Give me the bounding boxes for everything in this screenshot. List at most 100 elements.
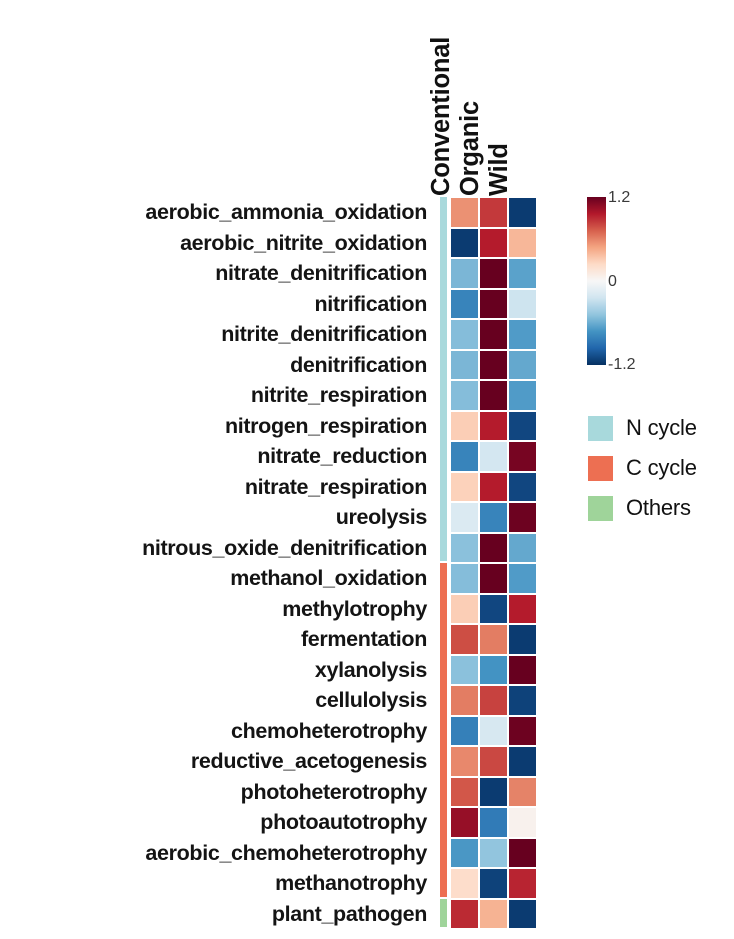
heatmap-cell[interactable] [450,471,479,502]
heatmap-cell[interactable] [508,410,537,441]
colorbar-gradient [587,197,606,365]
row-label: nitrous_oxide_denitrification [142,535,427,560]
heatmap-cell[interactable] [450,410,479,441]
heatmap-cell[interactable] [479,837,508,868]
row-label: nitrate_respiration [244,474,427,499]
heatmap-cell[interactable] [450,349,479,380]
heatmap-cell[interactable] [508,288,537,319]
row-label: aerobic_chemoheterotrophy [145,840,427,865]
legend-item[interactable]: Others [588,488,697,528]
heatmap-cell[interactable] [479,471,508,502]
heatmap-cell[interactable] [508,502,537,533]
heatmap-cell[interactable] [479,898,508,929]
heatmap-row [450,898,537,929]
heatmap-cell[interactable] [450,807,479,838]
heatmap-cell[interactable] [450,746,479,777]
heatmap-cell[interactable] [508,807,537,838]
heatmap-cell[interactable] [450,288,479,319]
row-label: denitrification [290,352,427,377]
heatmap-cell[interactable] [479,441,508,472]
heatmap-cell[interactable] [508,746,537,777]
heatmap-cell[interactable] [508,715,537,746]
heatmap-cell[interactable] [508,349,537,380]
row-label: chemoheterotrophy [231,718,427,743]
heatmap-cell[interactable] [479,563,508,594]
row-annotation-c-cycle [440,563,447,897]
heatmap-cell[interactable] [479,410,508,441]
heatmap-cell[interactable] [508,319,537,350]
legend-item[interactable]: N cycle [588,408,697,448]
heatmap-cell[interactable] [450,197,479,228]
heatmap-row [450,258,537,289]
row-label: nitrate_denitrification [215,261,427,285]
heatmap-cell[interactable] [450,502,479,533]
heatmap-cell[interactable] [450,319,479,350]
heatmap-cell[interactable] [450,441,479,472]
heatmap-cell[interactable] [479,715,508,746]
row-label: nitrite_denitrification [221,322,427,346]
heatmap-cell[interactable] [479,624,508,655]
heatmap-cell[interactable] [479,654,508,685]
heatmap-cell[interactable] [450,685,479,716]
heatmap-cell[interactable] [479,685,508,716]
heatmap-cell[interactable] [450,776,479,807]
row-annotation-strip [440,197,447,929]
heatmap-cell[interactable] [479,227,508,258]
heatmap-cell[interactable] [479,380,508,411]
heatmap-cell[interactable] [479,868,508,899]
heatmap-cell[interactable] [508,593,537,624]
heatmap-cell[interactable] [450,258,479,289]
heatmap-cell[interactable] [479,776,508,807]
heatmap-cell[interactable] [450,380,479,411]
heatmap-cell[interactable] [508,685,537,716]
heatmap-cell[interactable] [479,746,508,777]
heatmap-cell[interactable] [508,380,537,411]
column-header-group: Conventional Organic Wild [427,0,540,196]
heatmap-cell[interactable] [450,624,479,655]
heatmap-cell[interactable] [479,258,508,289]
row-annotation-n-cycle [440,197,447,561]
heatmap-cell[interactable] [479,288,508,319]
heatmap-row [450,380,537,411]
heatmap-cell[interactable] [508,654,537,685]
heatmap-cell[interactable] [450,593,479,624]
heatmap-row [450,532,537,563]
heatmap-cell[interactable] [479,197,508,228]
heatmap-cell[interactable] [508,227,537,258]
legend-item[interactable]: C cycle [588,448,697,488]
heatmap-cell[interactable] [450,654,479,685]
heatmap-cell[interactable] [450,227,479,258]
heatmap-cell[interactable] [479,502,508,533]
heatmap-cell[interactable] [450,898,479,929]
heatmap-cell[interactable] [508,563,537,594]
heatmap-cell[interactable] [450,868,479,899]
heatmap-cell[interactable] [508,624,537,655]
heatmap-cell[interactable] [508,898,537,929]
heatmap-cell[interactable] [479,593,508,624]
heatmap-cell[interactable] [508,776,537,807]
heatmap-cell[interactable] [450,715,479,746]
heatmap-row [450,685,537,716]
heatmap-cell[interactable] [508,532,537,563]
heatmap-cell[interactable] [508,837,537,868]
heatmap-cell[interactable] [479,349,508,380]
heatmap-row [450,410,537,441]
heatmap-cell[interactable] [450,532,479,563]
heatmap-cell[interactable] [450,563,479,594]
heatmap-cell[interactable] [479,319,508,350]
heatmap-cell[interactable] [479,807,508,838]
column-header-organic: Organic [456,101,484,196]
heatmap-cell[interactable] [508,258,537,289]
heatmap-cell[interactable] [508,197,537,228]
row-label: xylanolysis [314,657,427,682]
heatmap-cell[interactable] [508,441,537,472]
heatmap-grid [450,197,537,929]
heatmap-cell[interactable] [479,532,508,563]
heatmap-cell[interactable] [508,471,537,502]
heatmap-row [450,441,537,472]
heatmap-cell[interactable] [450,837,479,868]
heatmap-row [450,349,537,380]
heatmap-cell[interactable] [508,868,537,899]
